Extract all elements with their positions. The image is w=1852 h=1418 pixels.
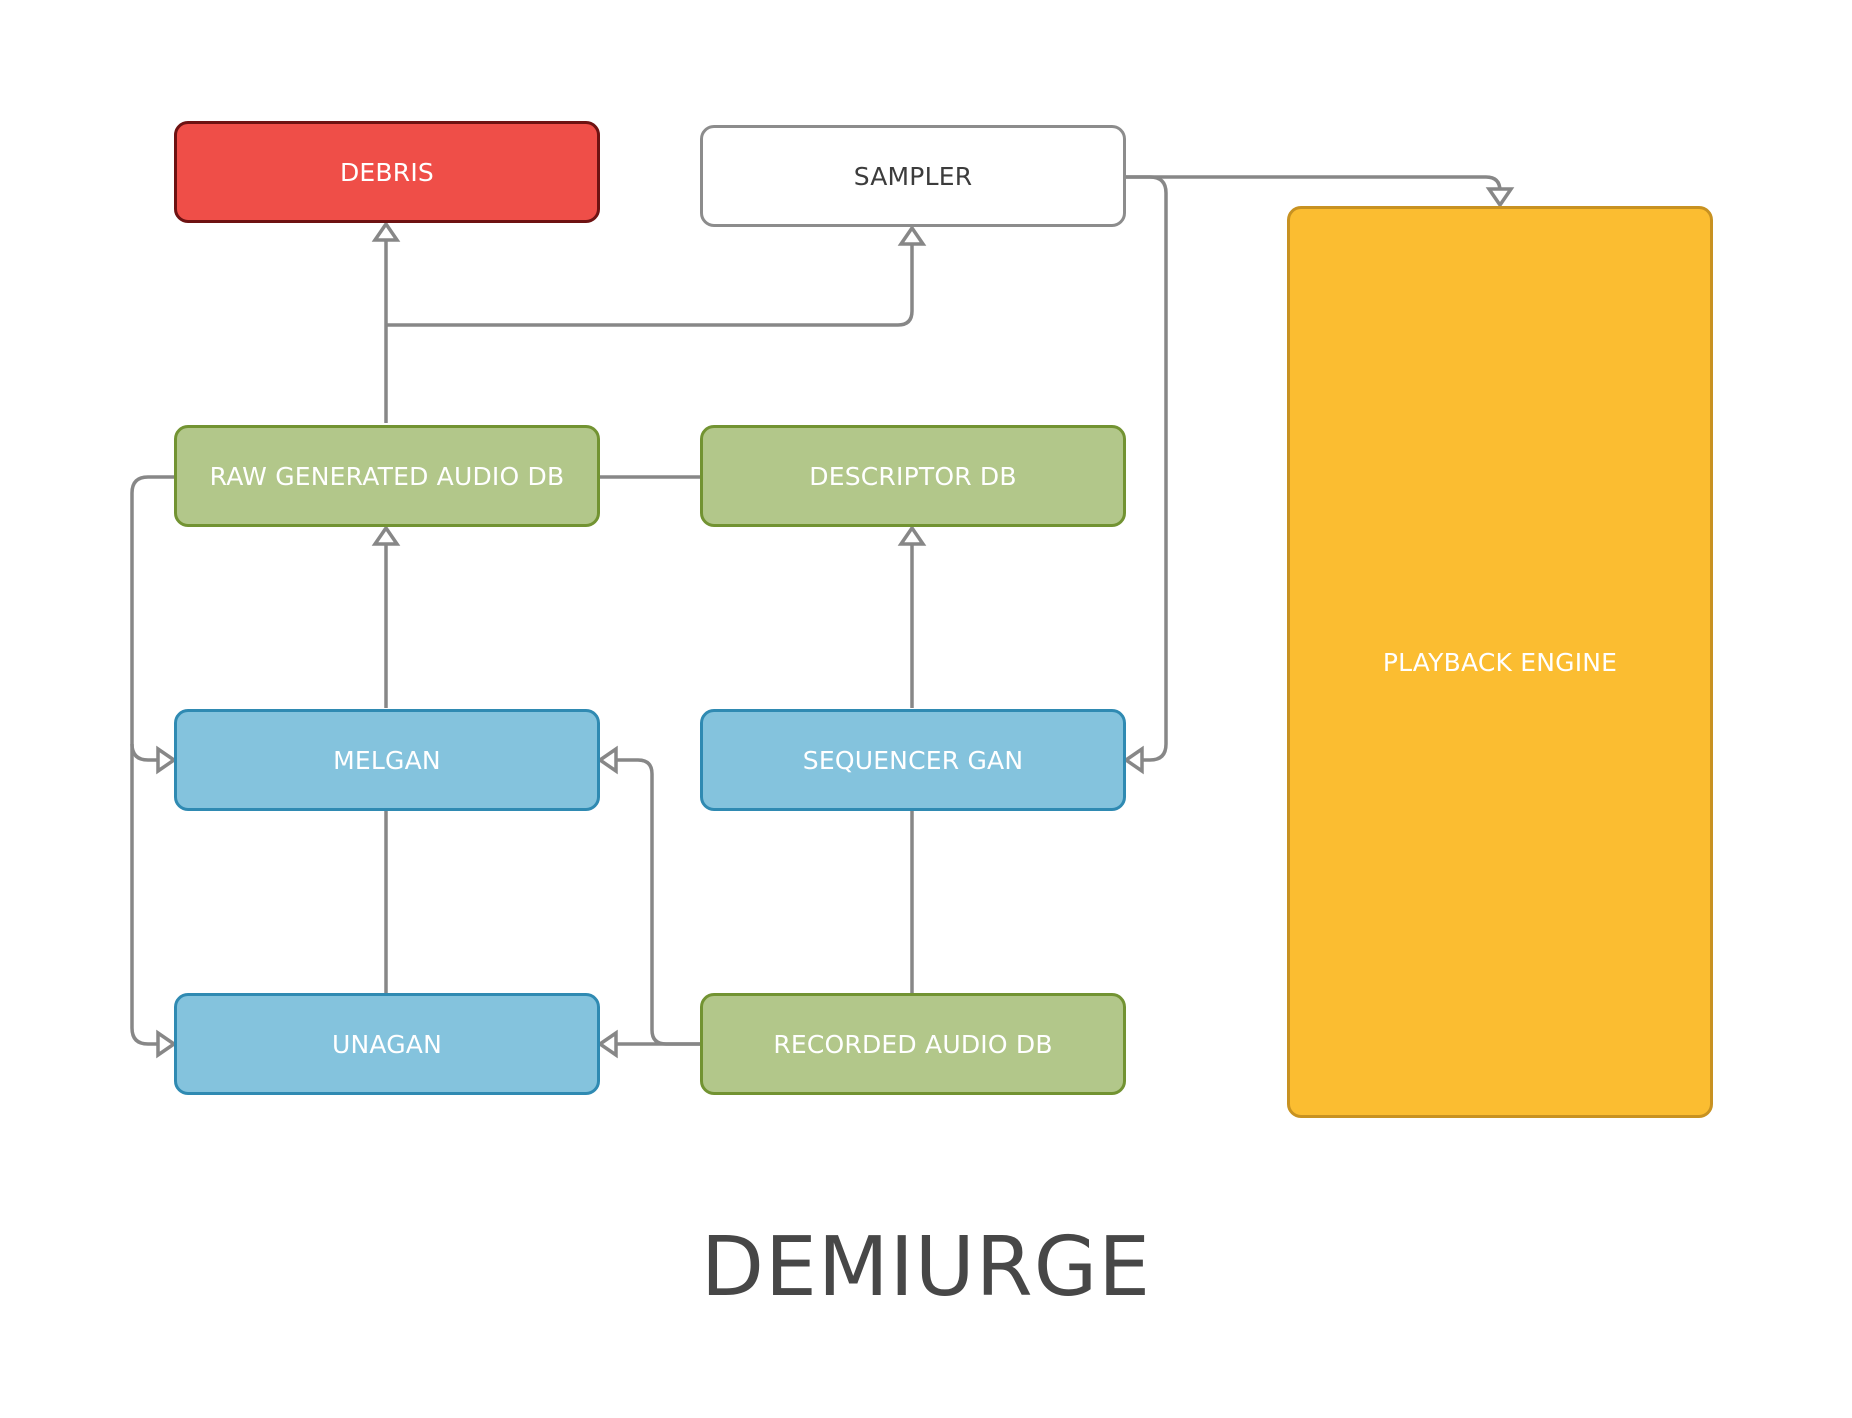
diagram-title: DEMIURGE	[700, 1220, 1152, 1315]
playback-engine-node: PLAYBACK ENGINE	[1287, 206, 1713, 1118]
arrowhead-unagan-left	[156, 1029, 178, 1059]
arrowhead-sequencer-right	[1122, 745, 1144, 775]
unagan-node: UNAGAN	[174, 993, 600, 1095]
edge-raw-to-melgan-branch	[130, 743, 158, 762]
melgan-node: MELGAN	[174, 709, 600, 811]
arrowhead-unagan-right	[596, 1029, 618, 1059]
descriptor-db-label: DESCRIPTOR DB	[809, 461, 1017, 491]
arrowhead-debris	[371, 220, 401, 242]
sampler-label: SAMPLER	[853, 161, 973, 191]
playback-engine-label: PLAYBACK ENGINE	[1382, 647, 1618, 677]
debris-label: DEBRIS	[339, 157, 434, 187]
arrowhead-descriptor	[897, 524, 927, 546]
edge-raw-to-melgan-unagan	[130, 475, 174, 1046]
sampler-node: SAMPLER	[700, 125, 1126, 227]
unagan-label: UNAGAN	[331, 1029, 443, 1059]
edge-raw-to-sampler	[385, 242, 914, 327]
arrowhead-melgan-right	[596, 745, 618, 775]
debris-node: DEBRIS	[174, 121, 600, 223]
arrowhead-melgan-left	[156, 745, 178, 775]
raw-generated-audio-db-label: RAW GENERATED AUDIO DB	[209, 461, 565, 491]
edge-sampler-to-playback	[1126, 175, 1502, 192]
recorded-audio-db-label: RECORDED AUDIO DB	[773, 1029, 1053, 1059]
edge-recorded-to-melgan	[614, 758, 700, 1046]
melgan-label: MELGAN	[333, 745, 441, 775]
arrowhead-sampler	[897, 224, 927, 246]
arrowhead-raw	[371, 524, 401, 546]
arrowhead-playback	[1485, 187, 1515, 209]
recorded-audio-db-node: RECORDED AUDIO DB	[700, 993, 1126, 1095]
sequencer-gan-node: SEQUENCER GAN	[700, 709, 1126, 811]
sequencer-gan-label: SEQUENCER GAN	[802, 745, 1024, 775]
edge-sampler-to-sequencer	[1126, 175, 1168, 762]
descriptor-db-node: DESCRIPTOR DB	[700, 425, 1126, 527]
raw-generated-audio-db-node: RAW GENERATED AUDIO DB	[174, 425, 600, 527]
